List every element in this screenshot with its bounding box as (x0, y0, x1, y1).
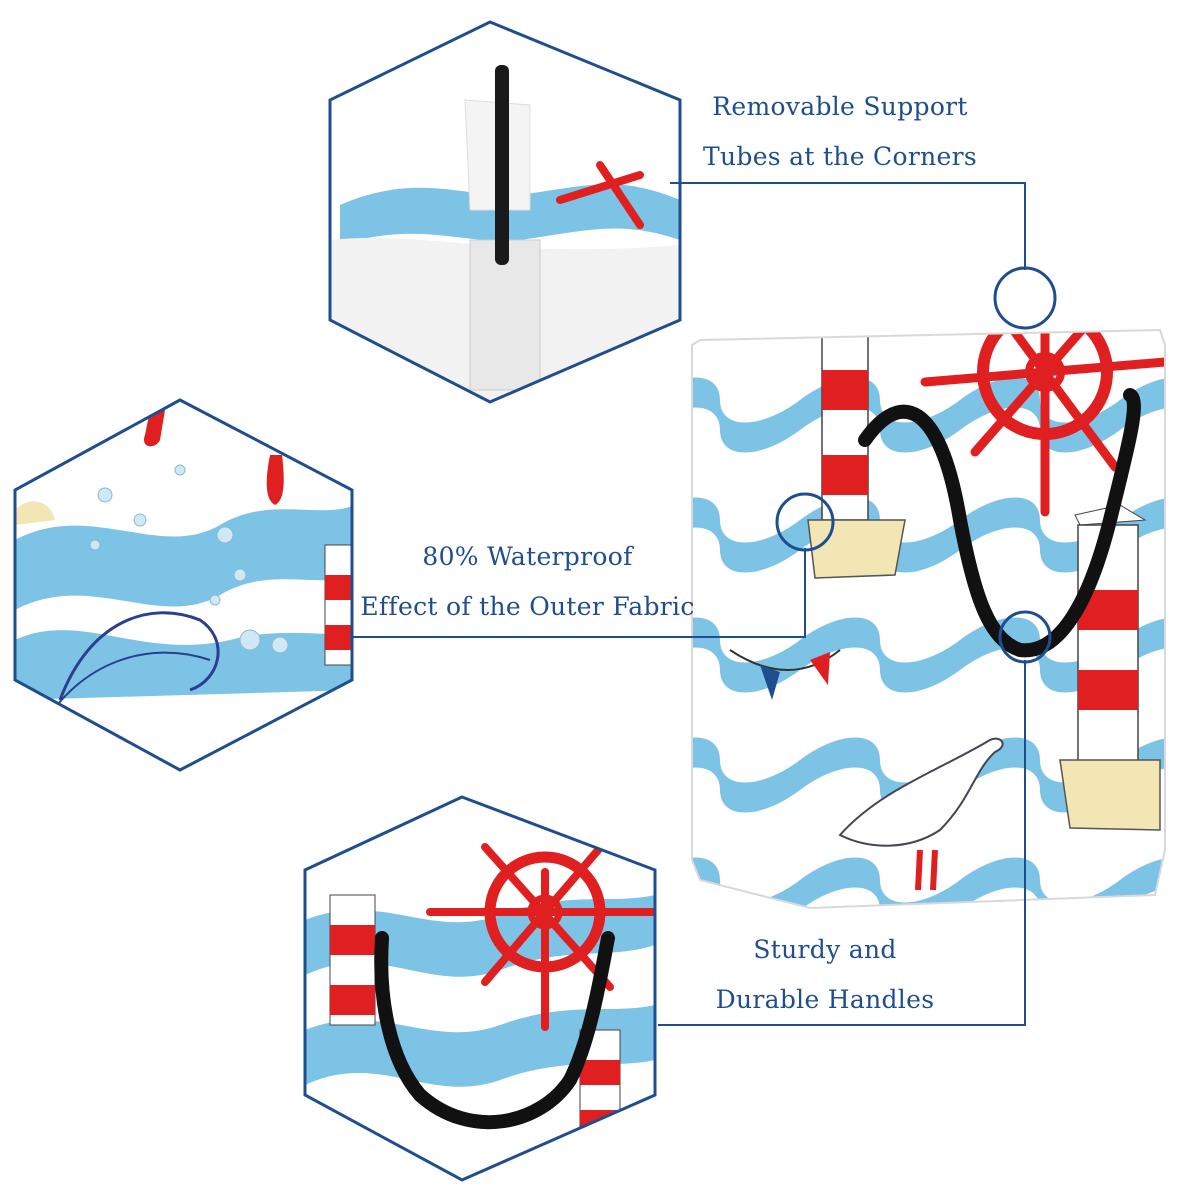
water-drop-icon (266, 455, 284, 505)
feature-caption-handles: Sturdy and Durable Handles (690, 925, 960, 1025)
lighthouse-icon (1059, 504, 1161, 831)
seagull-icon (838, 737, 1004, 891)
callout-connectors (350, 182, 1057, 1026)
detail-hexagon-handles (303, 795, 657, 1182)
caption-line: Removable Support (712, 92, 968, 121)
water-drop-icon (143, 410, 165, 447)
feature-caption-support-tubes: Removable Support Tubes at the Corners (690, 82, 990, 182)
ship-wheel-icon (426, 838, 655, 1031)
caption-line: 80% Waterproof (422, 542, 633, 571)
handle (858, 388, 1141, 658)
detail-hexagon-support-tube (328, 20, 682, 404)
detail-hexagon-waterproof (13, 398, 354, 772)
ship-wheel-icon (920, 330, 1165, 517)
lighthouse-icon (324, 544, 352, 666)
caption-line: Effect of the Outer Fabric (360, 592, 695, 621)
caption-line: Tubes at the Corners (703, 142, 977, 171)
laundry-basket (691, 328, 1166, 910)
caption-line: Durable Handles (715, 985, 935, 1014)
lighthouse-icon (329, 894, 376, 1026)
bunting-flag-icon (729, 649, 841, 700)
feature-caption-waterproof: 80% Waterproof Effect of the Outer Fabri… (355, 532, 700, 632)
ship-wheel-icon (556, 161, 644, 229)
caption-line: Sturdy and (753, 935, 897, 964)
handle (374, 931, 615, 1130)
